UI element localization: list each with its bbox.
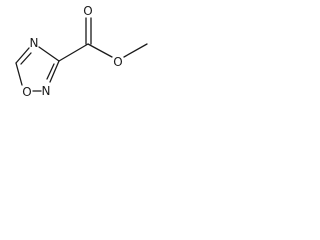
bond-o1-c5 xyxy=(15,62,23,86)
bond-c5-n4 xyxy=(15,47,30,64)
atom-n-ring-bottom: N xyxy=(42,84,51,98)
bond-ccarbonyl-oester xyxy=(87,43,113,58)
atom-o-ring: O xyxy=(22,85,31,99)
atom-o-ester: O xyxy=(113,55,122,69)
bond-c5-n4-double xyxy=(20,52,32,65)
atom-o-carbonyl: O xyxy=(83,4,92,18)
atom-n-ring-top: N xyxy=(30,36,39,50)
bond-c3-n2-double xyxy=(46,63,55,80)
bond-oester-methyl xyxy=(123,43,148,58)
bond-n4-c3 xyxy=(38,46,60,62)
chemical-structure-diagram: O O N N O xyxy=(15,4,148,99)
bond-c3-n2 xyxy=(49,60,60,83)
bond-c3-ccarbonyl xyxy=(58,43,89,62)
